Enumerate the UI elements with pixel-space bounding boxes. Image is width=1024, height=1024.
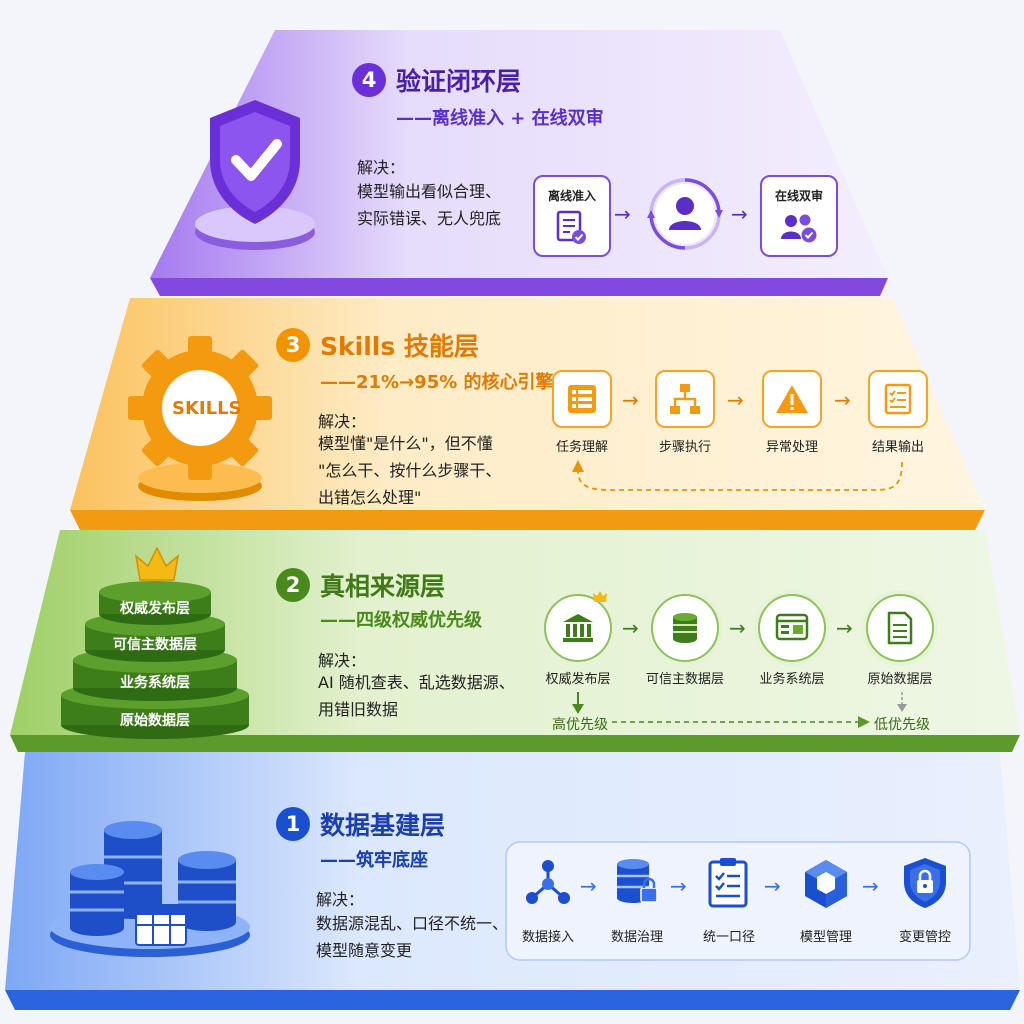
layer1-edge	[5, 990, 1020, 1010]
layer4-number: 4	[352, 63, 386, 97]
trusted-master-circle	[651, 594, 719, 662]
layer2-edge	[10, 735, 1020, 752]
layer3-solve-label: 解决：	[318, 412, 367, 431]
layer3-edge	[70, 510, 985, 530]
high-priority-label: 高优先级	[552, 717, 608, 733]
flow-arrow: →	[580, 874, 597, 898]
layer2-title: 2 真相来源层	[276, 567, 445, 603]
step-label: 结果输出	[871, 440, 925, 455]
low-priority-label: 低优先级	[874, 717, 930, 733]
shield-lock-icon	[904, 858, 946, 908]
layer3-solve-line: 出错怎么处理"	[318, 488, 422, 507]
step-label: 异常处理	[765, 440, 819, 455]
document-check-icon	[556, 210, 586, 244]
checklist-icon	[884, 383, 912, 415]
infra-step-label: 模型管理	[799, 930, 853, 945]
result-output-box	[868, 370, 928, 428]
layer3-solve-line: 模型懂"是什么"，但不懂	[318, 434, 493, 453]
database-icon	[673, 613, 697, 643]
infra-step-label: 数据接入	[521, 930, 575, 945]
clipboard-check-icon	[708, 858, 748, 908]
user-cycle-icon	[647, 178, 723, 250]
infra-step-label: 数据治理	[610, 930, 664, 945]
crown-icon	[593, 591, 607, 602]
layer4-solve-line: 模型输出看似合理、	[357, 182, 502, 201]
cube-icon	[805, 860, 847, 908]
list-icon	[568, 385, 596, 413]
flow-arrow: →	[622, 616, 639, 640]
step-label: 任务理解	[555, 440, 609, 455]
layer1-number: 1	[276, 807, 310, 841]
step-execution-box	[655, 370, 715, 428]
layer3-title: 3 Skills 技能层	[276, 327, 479, 363]
flow-arrow: →	[614, 202, 631, 226]
data-layer-stack	[61, 581, 249, 739]
source-label: 原始数据层	[867, 672, 933, 687]
flow-arrow: →	[834, 388, 851, 412]
step-label: 步骤执行	[658, 440, 712, 455]
task-understanding-box	[552, 370, 612, 428]
raw-data-circle	[866, 594, 934, 662]
layer4-title: 4 验证闭环层	[352, 62, 521, 98]
infra-step-label: 变更管控	[898, 930, 952, 945]
flow-arrow: →	[764, 874, 781, 898]
flow-arrow: →	[729, 616, 746, 640]
node-graph-icon	[526, 860, 570, 904]
document-icon	[887, 611, 913, 645]
exception-handling-box	[762, 370, 822, 428]
authority-publish-circle	[544, 594, 612, 662]
skills-badge: SKILLS	[172, 398, 242, 419]
offline-admission-box: 离线准入	[533, 175, 611, 257]
layer2-slab	[10, 530, 1020, 735]
layer4-edge	[150, 278, 888, 296]
flow-arrow: →	[731, 202, 748, 226]
source-label: 权威发布层	[545, 672, 611, 687]
layer3-solve-line: "怎么干、按什么步骤干、	[318, 461, 502, 480]
users-check-icon	[781, 214, 817, 243]
layer1-subtitle: ——筑牢底座	[320, 850, 428, 871]
feedback-loop-arrow	[577, 461, 903, 491]
layer2-number: 2	[276, 568, 310, 602]
layer3-number: 3	[276, 328, 310, 362]
flow-arrow: →	[622, 388, 639, 412]
flow-arrow: →	[670, 874, 687, 898]
infra-step-label: 统一口径	[702, 930, 756, 945]
layer4-subtitle: ——离线准入 + 在线双审	[396, 108, 604, 129]
source-label: 业务系统层	[759, 672, 825, 687]
gear-icon	[128, 336, 272, 480]
crown-icon	[134, 546, 180, 581]
flow-arrow: →	[862, 874, 879, 898]
browser-window-icon	[775, 613, 809, 641]
online-review-box: 在线双审	[760, 175, 838, 257]
layer4-solve-label: 解决：	[357, 158, 406, 177]
layer3-subtitle: ——21%→95% 的核心引擎	[320, 372, 554, 393]
layer1-solve-line: 模型随意变更	[316, 941, 413, 960]
layer1-title: 1 数据基建层	[276, 806, 445, 842]
layer4-solve-line: 实际错误、无人兜底	[357, 209, 502, 228]
stack-label: 业务系统层	[120, 675, 190, 691]
layer2-subtitle: ——四级权威优先级	[320, 610, 482, 631]
stack-label: 原始数据层	[120, 713, 190, 729]
flowchart-icon	[670, 384, 700, 414]
layer2-solve-line: 用错旧数据	[318, 700, 399, 719]
flow-arrow: →	[727, 388, 744, 412]
database-cluster-icon	[50, 821, 250, 957]
bank-icon	[563, 614, 593, 642]
layer1-solve-line: 数据源混乱、口径不统一、	[316, 914, 509, 933]
flow-arrow: →	[836, 616, 853, 640]
layer1-solve-label: 解决：	[316, 890, 365, 909]
stack-label: 可信主数据层	[113, 637, 197, 653]
stack-label: 权威发布层	[120, 601, 190, 617]
layer2-solve-line: AI 随机查表、乱选数据源、	[318, 673, 515, 692]
warning-icon	[776, 385, 808, 413]
layer2-solve-label: 解决：	[318, 651, 367, 670]
database-lock-icon	[617, 859, 658, 903]
source-label: 可信主数据层	[645, 672, 725, 687]
business-system-circle	[758, 594, 826, 662]
